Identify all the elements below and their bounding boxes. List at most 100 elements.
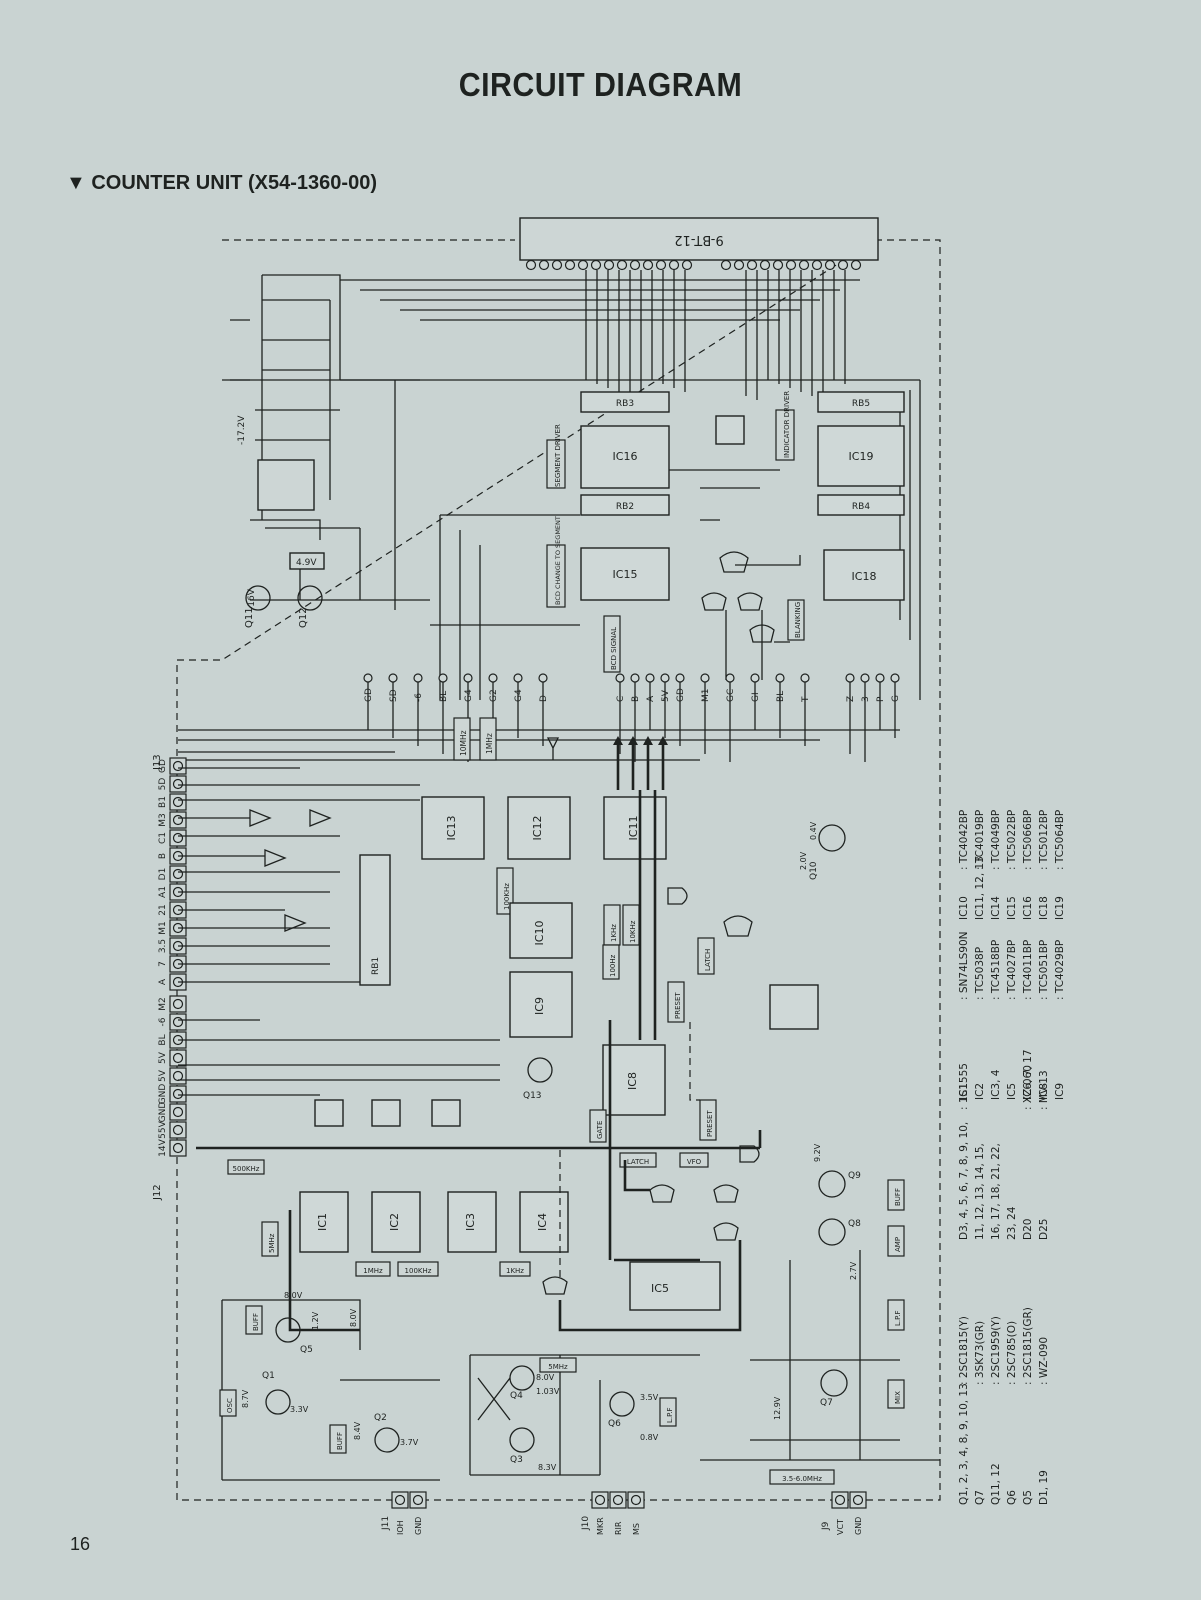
tag-100hz: [602, 944, 620, 980]
bus-terminal-label: Z: [846, 696, 856, 702]
transistor-q4: [509, 1365, 535, 1391]
label-lpf1: L.P.F: [894, 1310, 902, 1326]
dashed-signal-paths: [559, 1022, 700, 1280]
ic9-block: [509, 971, 573, 1038]
bus-terminal-label: G: [891, 695, 901, 702]
voltage-0v8: 0.8V: [640, 1433, 659, 1442]
parts-ic-right-ref: IC15: [1006, 896, 1018, 920]
bcd-signal-tag: [603, 615, 621, 673]
bus-terminal: [750, 673, 760, 683]
tag-vfo: [679, 1152, 709, 1168]
tag-buff2: [245, 1305, 263, 1335]
label-latch: LATCH: [704, 949, 712, 971]
transistor-q9: [818, 1170, 846, 1198]
rb4-label: RB4: [852, 502, 870, 512]
j12-pin-label: 14V: [158, 1138, 168, 1156]
bus-wire: [650, 469, 780, 521]
display-tube: 9-BT-12: [519, 217, 879, 271]
bus-terminal-label: M1: [701, 689, 711, 703]
j12-pin: [172, 1088, 184, 1100]
j12-pin-label: 5V: [158, 1051, 168, 1064]
j9-pin-label: GND: [854, 1517, 863, 1535]
transistor-q5-label: Q5: [300, 1345, 313, 1355]
display-pin: [616, 259, 628, 271]
power-supply-section: [230, 274, 430, 611]
bold-signal-paths: [558, 1020, 742, 1332]
j13-pin-label: A: [158, 978, 168, 985]
j12-pin: [172, 1070, 184, 1082]
j9-pin-label: VCT: [836, 1519, 845, 1535]
label-buff2: BUFF: [252, 1313, 260, 1331]
label-3-5-6mhz: 3.5-6.0MHz: [782, 1475, 822, 1483]
display-pin: [746, 259, 758, 271]
display-pin: [837, 259, 849, 271]
bus-terminal-label: 3: [861, 696, 871, 702]
main-signal-rail: [196, 1130, 762, 1150]
segment-driver-tag: [546, 439, 566, 489]
parts-ic-right-part: : TC4042BP: [958, 810, 970, 870]
bus-terminal-label: -6: [414, 693, 424, 702]
j12-pin: [172, 1052, 184, 1064]
bus-terminal-label: T: [801, 696, 811, 703]
display-pin: [590, 259, 602, 271]
ic15-block: [580, 547, 670, 601]
parts-ic-right-ref: IC11, 12, 13: [974, 856, 986, 920]
input-inverters: RB1: [178, 751, 420, 986]
ic6b-gate: [713, 1184, 739, 1203]
label-gate: GATE: [596, 1121, 604, 1139]
parts-transistor-part: : 2SC1815(GR): [1022, 1307, 1034, 1385]
bcd-change-label: BCD CHANGE TO SEGMENT: [554, 516, 562, 605]
section-marker-icon: ▼: [66, 172, 86, 194]
display-pin: [759, 259, 771, 271]
j9-label: J9: [821, 1521, 831, 1531]
transistor-q13-label: Q13: [523, 1091, 542, 1101]
tag-buff3: [329, 1424, 347, 1454]
label-lpf2: L.P.F: [666, 1407, 674, 1423]
transistor-q3-label: Q3: [510, 1455, 523, 1465]
j10-pin: [594, 1494, 606, 1506]
bus-terminal: [388, 673, 398, 683]
voltage-m16v: -16V: [247, 588, 257, 610]
display-pin: [798, 259, 810, 271]
parts-ic-right-part: : TC4019BP: [974, 810, 986, 870]
label-5mhz-b: 5MHz: [548, 1363, 568, 1371]
display-pin: [577, 259, 589, 271]
vfo-chain-wires: [700, 1250, 940, 1461]
ic8-label: IC8: [626, 1072, 639, 1090]
parts-diode-part: : XZ-060: [1022, 1065, 1034, 1110]
tag-1mhz-b: [355, 1261, 391, 1277]
display-pin: [785, 259, 797, 271]
bus-terminal: [775, 673, 785, 683]
voltage-1v2: 1.2V: [311, 1311, 320, 1330]
display-pin: [733, 259, 745, 271]
j13-pin: [172, 832, 184, 844]
j13-pin-label: B1: [158, 796, 168, 808]
bus-terminal: [413, 673, 423, 683]
voltage-8v4: 8.4V: [353, 1421, 362, 1440]
ic8-block: [602, 1044, 666, 1116]
tag-latch2: [619, 1152, 657, 1168]
voltage-8v0-c: 8.0V: [536, 1373, 555, 1382]
bus-terminal: [660, 673, 670, 683]
voltage-2v7: 2.7V: [849, 1261, 858, 1280]
label-1mhz: 1MHz: [485, 733, 494, 754]
segment-driver-label: SEGMENT DRIVER: [554, 424, 562, 487]
parts-diode-ref: 16, 17, 18, 21, 22,: [990, 1143, 1002, 1240]
parts-ic-left-ref: IC5: [1006, 1083, 1018, 1100]
ic16-label: IC16: [613, 450, 638, 463]
tag-5mhz-b: [539, 1357, 577, 1373]
tag-latch: [697, 937, 715, 975]
transistor-q7: [820, 1369, 848, 1397]
bus-terminal-label: D: [539, 695, 549, 702]
label-100khz: 100KHz: [503, 883, 511, 910]
parts-ic-right-ref: IC14: [990, 896, 1002, 920]
parts-ic-left-ref: IC3, 4: [990, 1069, 1002, 1100]
j11-pin: [394, 1494, 406, 1506]
reg-ic14-block: [431, 1099, 461, 1127]
j13-pin-label: B: [158, 853, 168, 859]
transistor-q1: [265, 1389, 291, 1415]
bus-terminal-label: G2: [489, 689, 499, 702]
ic9-label: IC9: [533, 997, 546, 1015]
